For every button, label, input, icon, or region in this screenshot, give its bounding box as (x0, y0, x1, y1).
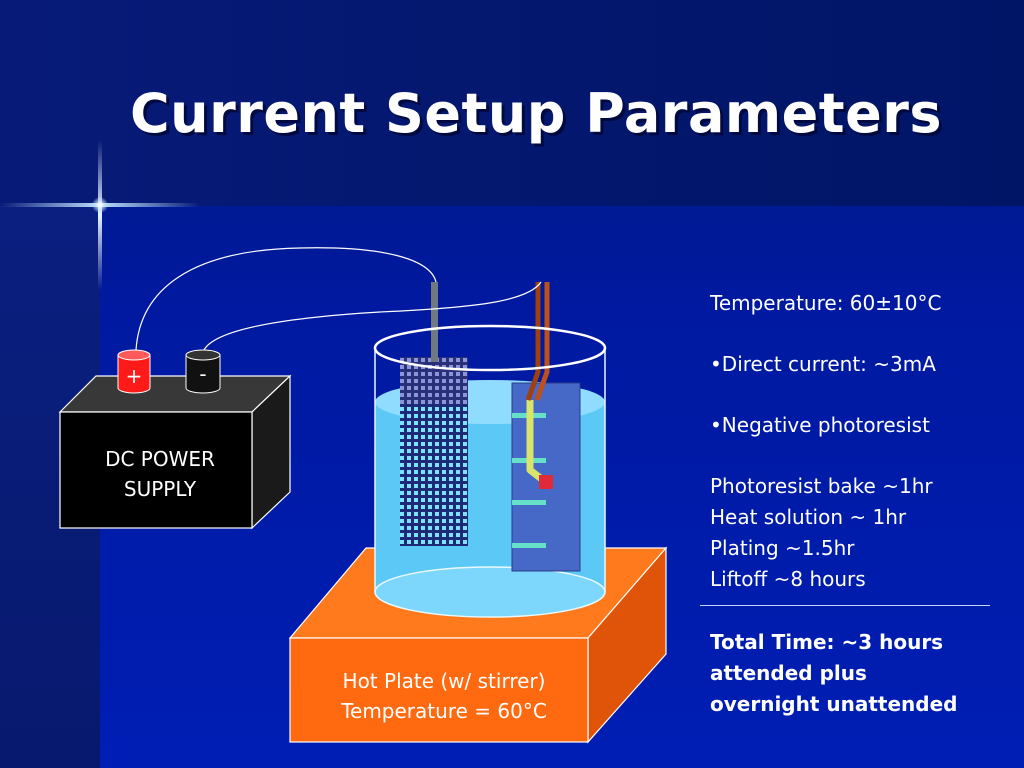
wire-negative (203, 281, 542, 351)
divider (700, 605, 990, 606)
substrate-feature (512, 500, 546, 505)
wire-positive (135, 247, 437, 351)
param-temperature: Temperature: 60±10°C (710, 291, 942, 315)
positive-terminal-label: + (126, 364, 143, 388)
cathode-contact (539, 475, 553, 489)
total-line1: Total Time: ~3 hours (710, 630, 944, 654)
total-time: Total Time: ~3 hours attended plus overn… (710, 627, 1010, 720)
sparkle-vertical (98, 140, 102, 290)
hot-plate-label-line1: Hot Plate (w/ stirrer) (343, 669, 546, 693)
param-photoresist: •Negative photoresist (710, 413, 930, 437)
power-supply-label-line2: SUPPLY (124, 477, 197, 501)
sparkle-icon (92, 197, 108, 213)
power-supply-top (58, 375, 292, 413)
param-direct-current: •Direct current: ~3mA (710, 352, 936, 376)
cathode-clip-left (525, 282, 541, 401)
positive-terminal: + (117, 349, 151, 394)
dc-power-supply: DC POWER SUPPLY + - (58, 349, 292, 530)
beaker-rim (373, 324, 607, 372)
total-line2: attended plus (710, 661, 867, 685)
slide-title: Current Setup Parameters (130, 82, 942, 145)
parameter-list: Temperature: 60±10°C •Direct current: ~3… (710, 288, 1010, 595)
negative-terminal: - (185, 349, 221, 394)
beaker-bottom (374, 566, 606, 618)
beaker (373, 282, 607, 618)
param-heat: Heat solution ~ 1hr (710, 505, 907, 529)
param-bake: Photoresist bake ~1hr (710, 474, 933, 498)
hot-plate-label-line2: Temperature = 60°C (340, 699, 547, 723)
param-plating: Plating ~1.5hr (710, 536, 855, 560)
title-band (0, 0, 1024, 206)
param-liftoff: Liftoff ~8 hours (710, 567, 866, 591)
negative-terminal-label: - (199, 362, 206, 386)
substrate-feature (512, 543, 546, 548)
cathode-clip-right (534, 282, 550, 401)
power-supply-label-line1: DC POWER (105, 447, 215, 471)
hot-plate-front (289, 637, 589, 743)
mesh-anode (400, 404, 468, 546)
power-supply-front (59, 411, 253, 529)
anode-rod (431, 282, 438, 362)
total-line3: overnight unattended (710, 692, 958, 716)
